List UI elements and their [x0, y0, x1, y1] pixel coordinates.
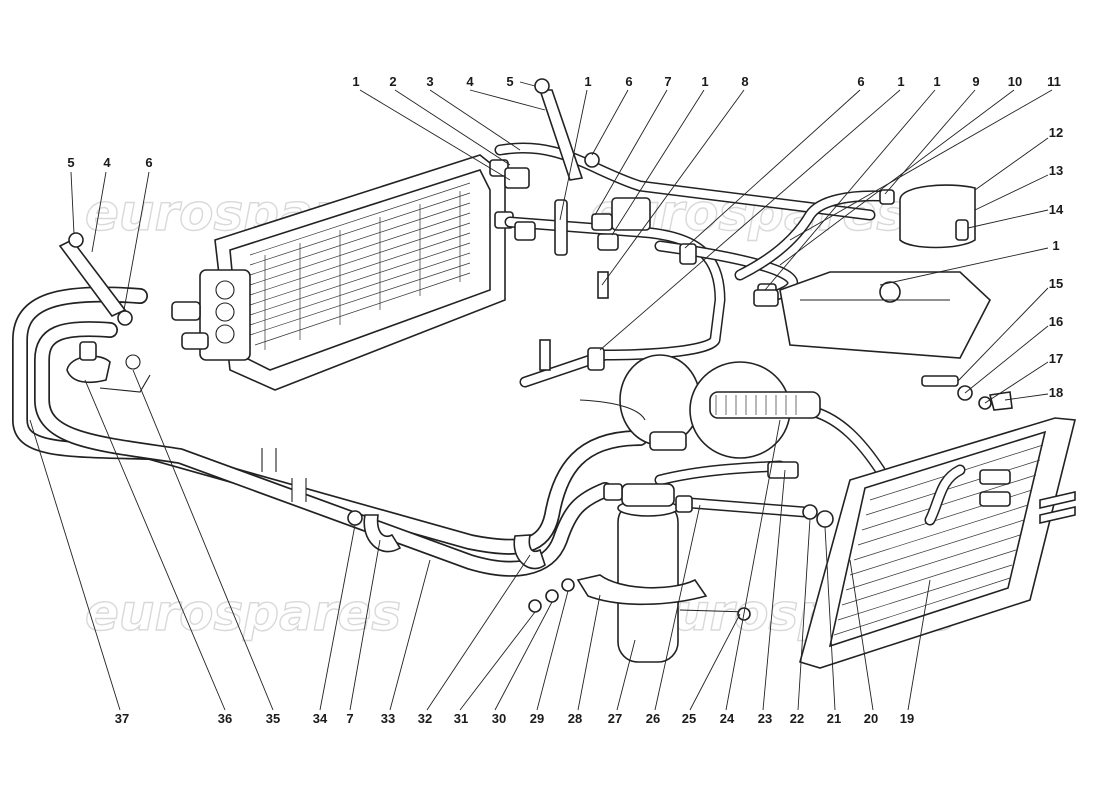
condenser [799, 417, 1077, 669]
callouts-left: 5 4 6 [67, 155, 152, 170]
callout-bottom-18: 21 [827, 711, 841, 726]
callout-left-1: 5 [67, 155, 74, 170]
callout-bottom-10: 29 [530, 711, 544, 726]
callout-bottom-3: 35 [266, 711, 280, 726]
hose-break-marks [261, 448, 307, 502]
callout-bottom-11: 28 [568, 711, 582, 726]
brackets [58, 78, 609, 326]
callout-top-11: 6 [857, 74, 864, 89]
callout-top-2: 2 [389, 74, 396, 89]
callout-top-12: 1 [897, 74, 904, 89]
callouts-top: 1 2 3 4 5 1 6 7 1 8 6 1 1 9 10 11 [352, 74, 1060, 89]
callout-bottom-9: 30 [492, 711, 506, 726]
callout-bottom-17: 22 [790, 711, 804, 726]
callout-right-3: 14 [1049, 202, 1064, 217]
callout-right-5: 15 [1049, 276, 1063, 291]
callout-top-15: 10 [1008, 74, 1022, 89]
callout-right-2: 13 [1049, 163, 1063, 178]
callout-bottom-16: 23 [758, 711, 772, 726]
callout-top-6: 1 [584, 74, 591, 89]
callouts-bottom: 37 36 35 34 7 33 32 31 30 29 28 27 26 25… [115, 711, 914, 726]
callout-top-16: 11 [1047, 74, 1061, 89]
evaporator-unit [171, 154, 514, 391]
callout-bottom-1: 37 [115, 711, 129, 726]
callout-bottom-6: 33 [381, 711, 395, 726]
main-hoses [12, 286, 886, 577]
callout-top-8: 7 [664, 74, 671, 89]
callout-top-3: 3 [426, 74, 433, 89]
callout-top-5: 5 [506, 74, 513, 89]
watermark-3: eurospares [85, 584, 401, 642]
callout-bottom-12: 27 [608, 711, 622, 726]
compressor [579, 354, 821, 459]
callout-top-13: 1 [933, 74, 940, 89]
callout-bottom-20: 19 [900, 711, 914, 726]
callout-bottom-15: 24 [720, 711, 735, 726]
callout-bottom-5: 7 [346, 711, 353, 726]
receiver-drier [576, 461, 799, 663]
callout-top-10: 8 [741, 74, 748, 89]
callouts-right: 12 13 14 1 15 16 17 18 [1049, 125, 1064, 400]
callout-top-4: 4 [466, 74, 474, 89]
callout-right-8: 18 [1049, 385, 1063, 400]
callout-bottom-2: 36 [218, 711, 232, 726]
callout-top-14: 9 [972, 74, 979, 89]
tank-parts [753, 184, 991, 359]
callout-top-1: 1 [352, 74, 359, 89]
callout-bottom-19: 20 [864, 711, 878, 726]
callout-right-1: 12 [1049, 125, 1063, 140]
callout-left-2: 4 [103, 155, 111, 170]
callout-right-6: 16 [1049, 314, 1063, 329]
callout-bottom-13: 26 [646, 711, 660, 726]
callout-bottom-8: 31 [454, 711, 468, 726]
leader-lines [29, 81, 1053, 711]
callout-right-4: 1 [1052, 238, 1059, 253]
callout-right-7: 17 [1049, 351, 1063, 366]
callout-top-9: 1 [701, 74, 708, 89]
callout-bottom-7: 32 [418, 711, 432, 726]
evaporator-fins [249, 182, 471, 350]
callout-bottom-14: 25 [682, 711, 696, 726]
compressor-spring [715, 395, 797, 415]
callout-bottom-4: 34 [313, 711, 328, 726]
callout-top-7: 6 [625, 74, 632, 89]
callout-left-3: 6 [145, 155, 152, 170]
